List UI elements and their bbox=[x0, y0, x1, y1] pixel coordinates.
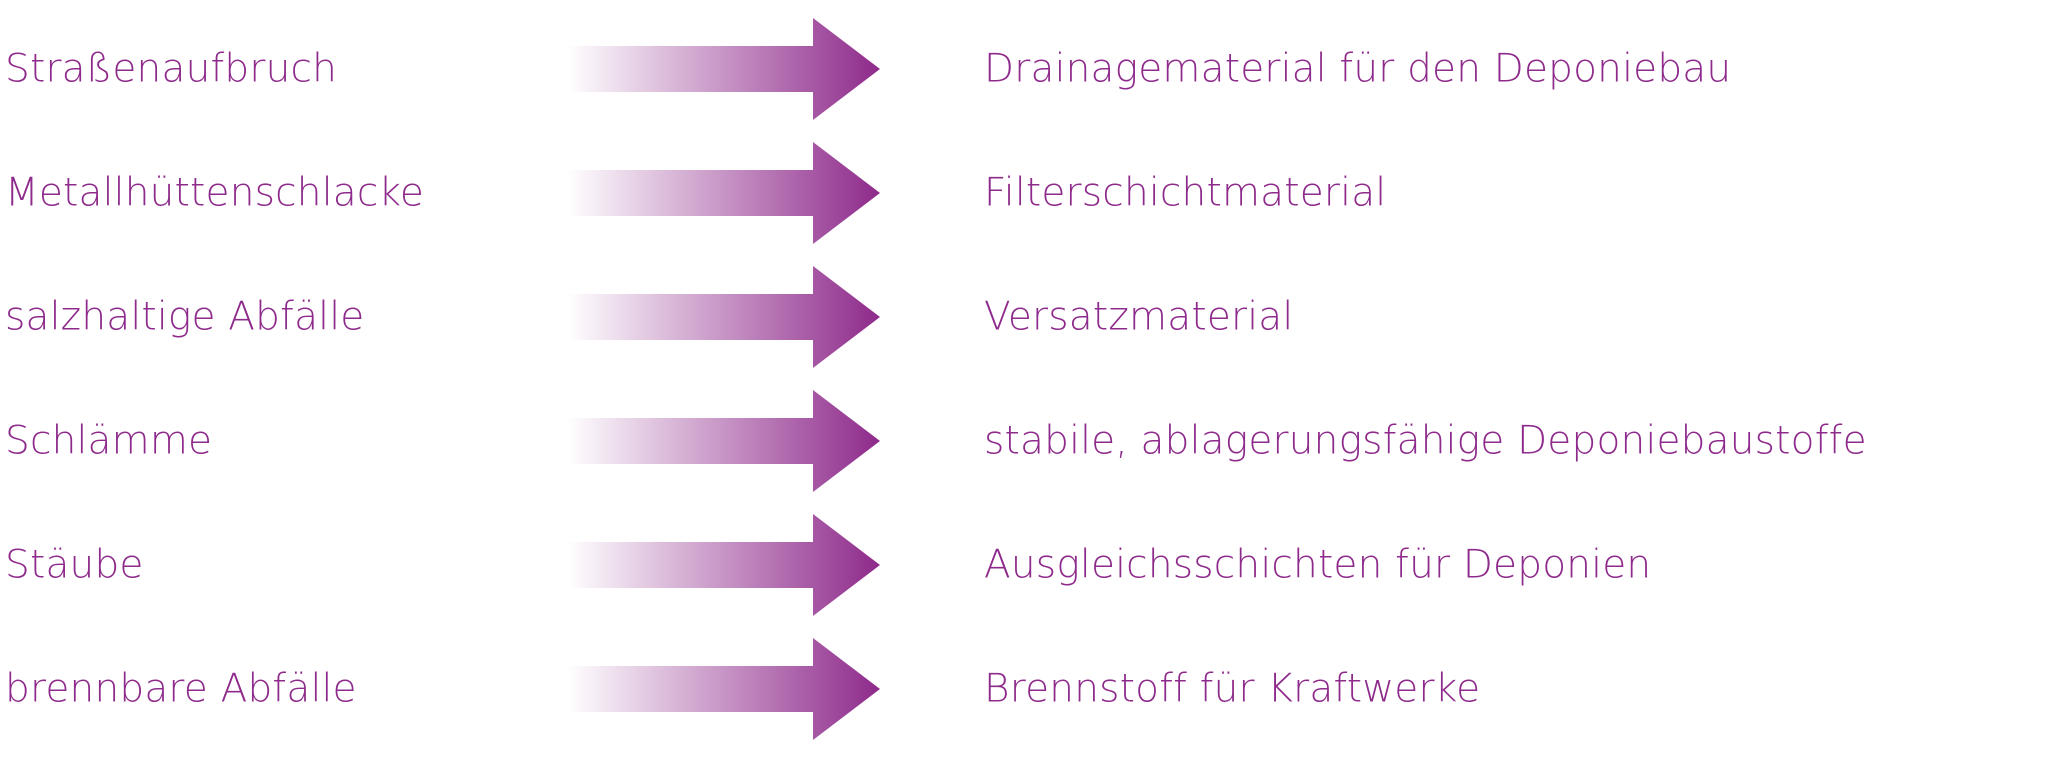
diagram-row: brennbare Abfälle Brennstoff für Kraftwe… bbox=[0, 634, 2048, 744]
diagram-row: Metallhüttenschlacke Filterschichtmateri… bbox=[0, 138, 2048, 248]
target-label: Filterschichtmaterial bbox=[984, 170, 1387, 216]
source-label: Metallhüttenschlacke bbox=[5, 170, 425, 216]
source-label: salzhaltige Abfälle bbox=[5, 294, 365, 340]
source-label: brennbare Abfälle bbox=[5, 666, 357, 712]
source-label: Schlämme bbox=[5, 418, 213, 464]
diagram-row: Straßenaufbruch Drainagematerial für den… bbox=[0, 14, 2048, 124]
source-label: Straßenaufbruch bbox=[5, 46, 338, 92]
source-label: Stäube bbox=[5, 542, 144, 588]
target-label: Drainagematerial für den Deponiebau bbox=[984, 46, 1732, 92]
arrow-right-icon bbox=[568, 266, 880, 368]
arrow-right-icon bbox=[568, 18, 880, 120]
arrow-right-icon bbox=[568, 638, 880, 740]
diagram-row: Schlämme stabile, ablagerungsfähige Depo… bbox=[0, 386, 2048, 496]
target-label: Ausgleichsschichten für Deponien bbox=[984, 542, 1652, 588]
arrow-right-icon bbox=[568, 514, 880, 616]
target-label: Brennstoff für Kraftwerke bbox=[984, 666, 1481, 712]
arrow-right-icon bbox=[568, 142, 880, 244]
diagram-row: Stäube Ausgleichsschichten für Deponien bbox=[0, 510, 2048, 620]
diagram-row: salzhaltige Abfälle Versatzmaterial bbox=[0, 262, 2048, 372]
target-label: Versatzmaterial bbox=[984, 294, 1294, 340]
arrow-right-icon bbox=[568, 390, 880, 492]
target-label: stabile, ablagerungsfähige Deponiebausto… bbox=[984, 418, 1867, 464]
